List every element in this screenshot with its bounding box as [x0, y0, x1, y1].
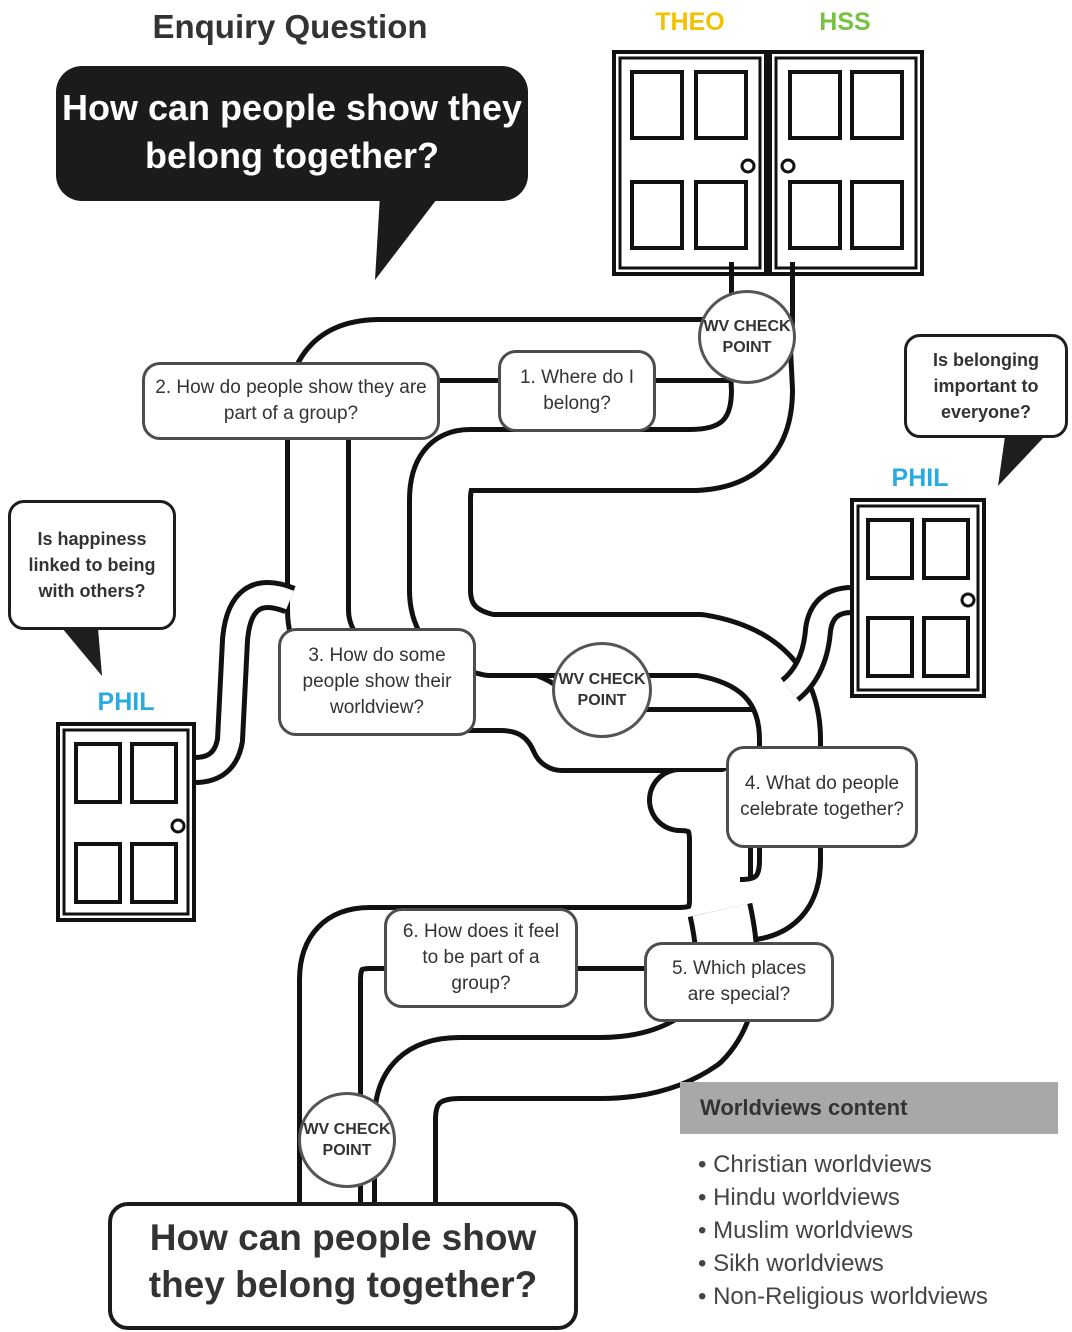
happiness-bubble-tail	[62, 628, 102, 676]
question-6: 6. How does it feel to be part of a grou…	[384, 908, 578, 1008]
final-question-box: How can people show they belong together…	[108, 1202, 578, 1330]
phil-label-right: PHIL	[891, 464, 949, 492]
wv-checkpoint-2: WV CHECK POINT	[552, 642, 652, 738]
enquiry-question-bubble: How can people show they belong together…	[56, 66, 528, 201]
worldview-item: Hindu worldviews	[698, 1181, 1058, 1214]
worldview-item: Non-Religious worldviews	[698, 1280, 1058, 1313]
question-4: 4. What do people celebrate together?	[726, 746, 918, 848]
belonging-bubble-tail	[998, 436, 1045, 486]
phil-door-right-icon	[850, 498, 986, 698]
question-2: 2. How do people show they are part of a…	[142, 362, 440, 440]
hss-label: HSS	[819, 8, 871, 36]
theo-label: THEO	[655, 8, 725, 36]
wv-checkpoint-1: WV CHECK POINT	[698, 290, 796, 384]
theo-hss-double-door-icon	[612, 50, 924, 276]
worldviews-panel: Worldviews content Christian worldviews …	[680, 1082, 1058, 1330]
question-1: 1. Where do I belong?	[498, 350, 656, 432]
worldviews-title: Worldviews content	[680, 1082, 1058, 1134]
worldviews-list: Christian worldviews Hindu worldviews Mu…	[680, 1134, 1058, 1313]
thought-bubble-happiness: Is happiness linked to being with others…	[8, 500, 176, 630]
phil-label-left: PHIL	[97, 688, 155, 716]
worldview-item: Sikh worldviews	[698, 1247, 1058, 1280]
thought-bubble-belonging: Is belonging important to everyone?	[904, 334, 1068, 438]
question-5: 5. Which places are special?	[644, 942, 834, 1022]
wv-checkpoint-3: WV CHECK POINT	[298, 1092, 396, 1188]
phil-door-left-icon	[56, 722, 196, 922]
question-3: 3. How do some people show their worldvi…	[278, 628, 476, 736]
worldview-item: Muslim worldviews	[698, 1214, 1058, 1247]
worldview-item: Christian worldviews	[698, 1148, 1058, 1181]
enquiry-bubble-tail	[375, 195, 440, 280]
lane-right-fill	[783, 590, 853, 698]
lane-left-fill	[194, 585, 294, 780]
enquiry-heading: Enquiry Question	[152, 8, 428, 45]
